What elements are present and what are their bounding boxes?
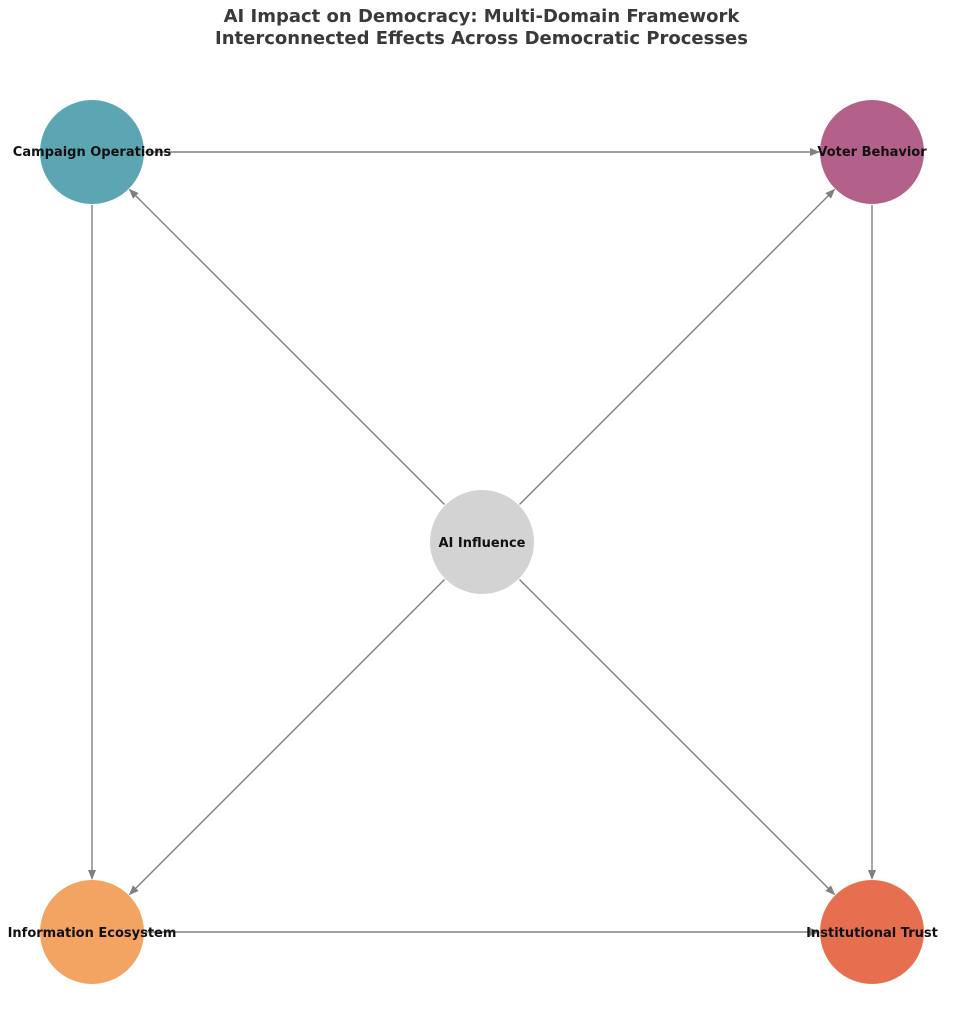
node-trust[interactable]: Institutional Trust <box>806 880 938 984</box>
diagram-title: AI Impact on Democracy: Multi-Domain Fra… <box>0 6 963 50</box>
node-ai-circle <box>430 490 534 594</box>
edge-ai-to-voter <box>518 188 836 506</box>
node-trust-circle <box>820 880 924 984</box>
title-line-1: AI Impact on Democracy: Multi-Domain Fra… <box>223 6 740 27</box>
node-voter-label: Voter Behavior <box>817 145 927 160</box>
edges <box>88 148 876 936</box>
title-line-2: Interconnected Effects Across Democratic… <box>215 28 748 49</box>
node-ai-label: AI Influence <box>438 536 525 551</box>
node-info-label: Information Ecosystem <box>8 926 177 941</box>
node-info[interactable]: Information Ecosystem <box>8 880 177 984</box>
node-campaign-circle <box>40 100 144 204</box>
node-info-circle <box>40 880 144 984</box>
node-voter[interactable]: Voter Behavior <box>817 100 927 204</box>
edge-ai-to-info <box>128 578 446 896</box>
node-ai[interactable]: AI Influence <box>430 490 534 594</box>
node-campaign-label: Campaign Operations <box>13 145 172 160</box>
edge-ai-to-campaign <box>128 188 446 506</box>
node-voter-circle <box>820 100 924 204</box>
node-trust-label: Institutional Trust <box>806 926 938 941</box>
node-campaign[interactable]: Campaign Operations <box>13 100 172 204</box>
edge-ai-to-trust <box>518 578 836 896</box>
